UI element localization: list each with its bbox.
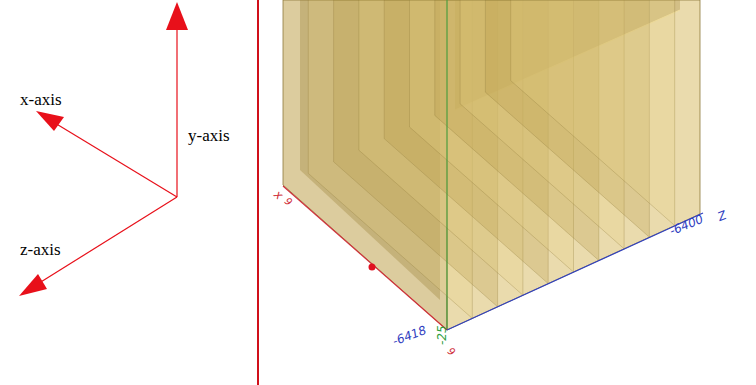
tick-value: -6418 [391,324,428,347]
x-axis-line [283,186,447,330]
translucent-blocks [283,0,700,330]
axis-label: z-axis [20,241,61,258]
tick-value: -25 [436,325,448,345]
tick-value: 9 [282,196,293,208]
slab [511,0,675,226]
divider [257,0,259,385]
z-axis-line [447,213,703,330]
tick-value: 9 [445,346,456,358]
axis-name: Z [716,209,728,223]
axis-label: x-axis [20,91,62,108]
axis-label: y-axis [188,127,230,144]
axis-name: x [272,188,285,202]
axis-legend [19,2,188,296]
y-axis-line [447,0,448,330]
marker-dot [369,264,376,271]
